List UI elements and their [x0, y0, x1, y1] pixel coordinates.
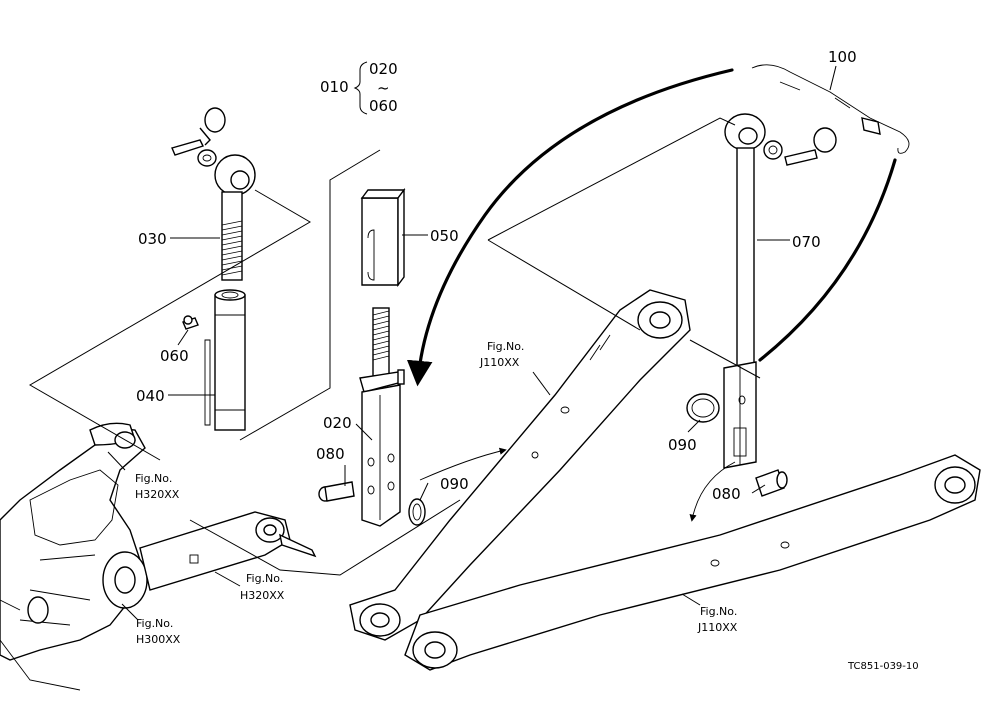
- figref-h300-line2: H300XX: [136, 633, 181, 646]
- figref-j110-lower-line1: Fig.No.: [700, 605, 737, 618]
- part-100-wire: [751, 64, 910, 154]
- label-080-left: 080: [316, 445, 345, 463]
- label-060: 060: [160, 347, 189, 365]
- figref-j110-lower: Fig.No. J110XX: [697, 605, 738, 634]
- drawing-code: TC851-039-10: [847, 661, 919, 672]
- figref-h320-upper-line2: H320XX: [135, 488, 180, 501]
- label-range-tilde: ~: [377, 79, 390, 97]
- figref-h320-upper-line1: Fig.No.: [135, 472, 172, 485]
- leader-lines: [107, 65, 837, 621]
- part-020-fork: [359, 307, 405, 527]
- right-assembly-outline: [487, 117, 761, 379]
- label-090-left: 090: [440, 475, 469, 493]
- part-070-top-link: [723, 113, 837, 469]
- assembly-arrows: [406, 68, 897, 522]
- label-010: 010: [320, 78, 349, 96]
- left-assembly-outline: [29, 149, 461, 576]
- label-040: 040: [136, 387, 165, 405]
- lower-link-stub: [139, 511, 317, 591]
- part-050-sleeve: [360, 187, 406, 288]
- label-090-right: 090: [668, 436, 697, 454]
- part-090-ring-left: [408, 498, 426, 526]
- label-range-end: 060: [369, 97, 398, 115]
- figref-h300-line1: Fig.No.: [136, 617, 173, 630]
- label-100: 100: [828, 48, 857, 66]
- figref-h320-upper: Fig.No. H320XX: [135, 472, 180, 501]
- lift-frame: [349, 289, 981, 671]
- part-080-pin-right: [755, 469, 788, 497]
- label-range-start: 020: [369, 60, 398, 78]
- part-080-pin-left: [318, 481, 355, 502]
- figref-h320-lower-line1: Fig.No.: [246, 572, 283, 585]
- figref-j110-upper-line2: J110XX: [479, 356, 520, 369]
- part-090-ring-right: [686, 393, 720, 423]
- figref-h320-lower-line2: H320XX: [240, 589, 285, 602]
- part-030-rod-end: [171, 107, 256, 281]
- part-040-tube: [182, 289, 246, 431]
- figref-h320-lower: Fig.No. H320XX: [240, 572, 285, 602]
- figref-j110-lower-line2: J110XX: [697, 621, 738, 634]
- label-050: 050: [430, 227, 459, 245]
- label-080-right: 080: [712, 485, 741, 503]
- label-020: 020: [323, 414, 352, 432]
- range-label: 010 020 ~ 060: [320, 60, 398, 115]
- figref-j110-upper: Fig.No. J110XX: [479, 340, 524, 369]
- figref-h300: Fig.No. H300XX: [136, 617, 181, 646]
- label-030: 030: [138, 230, 167, 248]
- tractor-rear-housing: [0, 422, 148, 691]
- figref-j110-upper-line1: Fig.No.: [487, 340, 524, 353]
- label-070: 070: [792, 233, 821, 251]
